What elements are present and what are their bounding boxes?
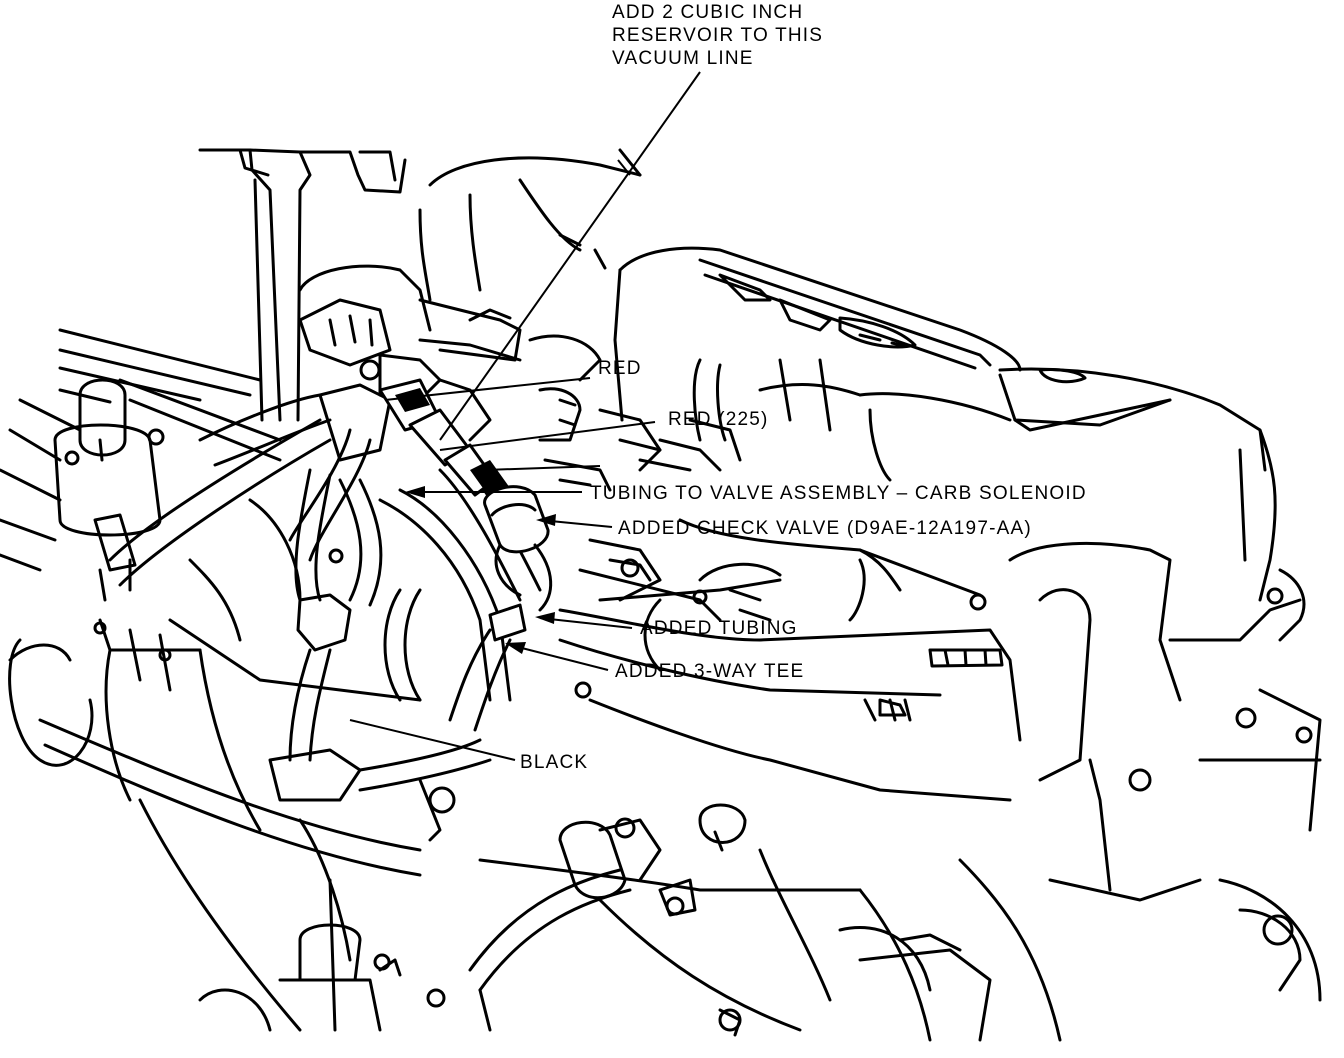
leader-red xyxy=(384,377,591,401)
carburetor xyxy=(298,264,866,672)
label-reservoir-line-1: ADD 2 CUBIC INCH xyxy=(612,2,804,23)
label-added-tubing: ADDED TUBING xyxy=(640,618,798,639)
intake-manifold xyxy=(558,518,1322,892)
fuel-line xyxy=(468,817,697,1032)
hose-harness xyxy=(98,458,542,832)
leader-black xyxy=(349,719,516,761)
label-black: BLACK xyxy=(520,752,589,773)
label-red: RED xyxy=(598,358,642,379)
added-check-valve-assembly xyxy=(378,378,553,732)
leader-added-tubing xyxy=(539,617,633,629)
label-three-way-tee: ADDED 3-WAY TEE xyxy=(615,661,805,682)
crossover-tube xyxy=(8,638,446,1032)
bolts xyxy=(64,359,708,916)
engine-block-lower xyxy=(138,778,1322,1042)
label-tubing-valve: TUBING TO VALVE ASSEMBLY – CARB SOLENOID xyxy=(590,483,1087,504)
air-cleaner-duct xyxy=(418,148,642,302)
leader-reservoir xyxy=(439,71,701,441)
callout-leaders xyxy=(349,71,701,761)
valve-cover xyxy=(613,246,1277,602)
leader-red-225 xyxy=(439,421,656,451)
leader-three-way-tee xyxy=(509,644,609,671)
label-reservoir-line-3: VACUUM LINE xyxy=(612,48,754,69)
vacuum-hoses xyxy=(93,383,392,602)
label-reservoir-line-2: RESERVOIR TO THIS xyxy=(612,25,824,46)
hood-linkage-rods xyxy=(198,148,407,422)
label-check-valve: ADDED CHECK VALVE (D9AE-12A197-AA) xyxy=(618,518,1032,539)
label-red-225: RED (225) xyxy=(668,409,769,430)
